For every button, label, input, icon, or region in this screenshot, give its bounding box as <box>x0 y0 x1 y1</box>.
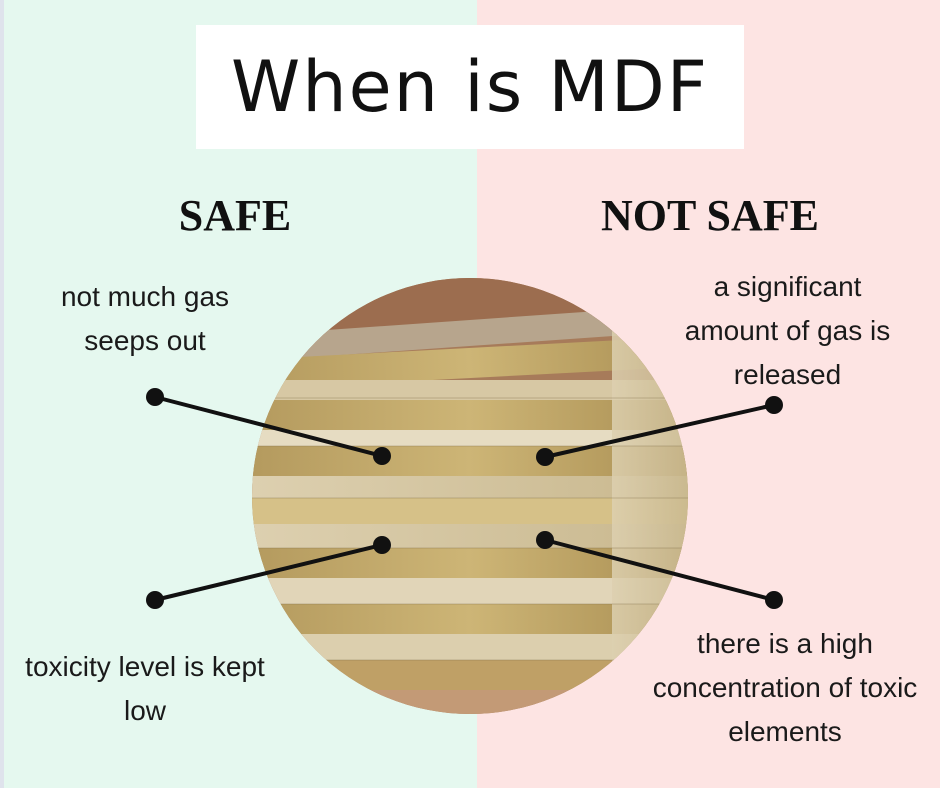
not-safe-heading: NOT SAFE <box>600 191 820 240</box>
connector-not-safe-1 <box>543 403 776 459</box>
dot-not-safe-1-outer <box>765 396 783 414</box>
dot-not-safe-1-inner <box>536 448 554 466</box>
dot-safe-1-inner <box>373 447 391 465</box>
left-edge-strip <box>0 0 4 788</box>
not-safe-point-2: there is a high concentration of toxic e… <box>652 628 918 747</box>
dot-safe-1-outer <box>146 388 164 406</box>
dot-not-safe-2-outer <box>765 591 783 609</box>
safe-heading: SAFE <box>178 191 292 240</box>
connector-not-safe-2 <box>543 538 776 602</box>
dot-safe-2-outer <box>146 591 164 609</box>
safe-point-2: toxicity level is kept low <box>25 651 265 726</box>
safe-point-1: not much gas seeps out <box>60 281 230 356</box>
dot-safe-2-inner <box>373 536 391 554</box>
mdf-board-stack <box>252 278 688 714</box>
page-title: When is MDF <box>231 46 709 128</box>
connector-lines <box>153 395 776 602</box>
connector-safe-2 <box>153 543 384 602</box>
dot-not-safe-2-inner <box>536 531 554 549</box>
not-safe-point-1: a significant amount of gas is released <box>684 271 891 390</box>
connector-safe-1 <box>153 395 384 458</box>
connector-dots <box>146 388 783 609</box>
title-box: When is MDF <box>196 25 744 149</box>
